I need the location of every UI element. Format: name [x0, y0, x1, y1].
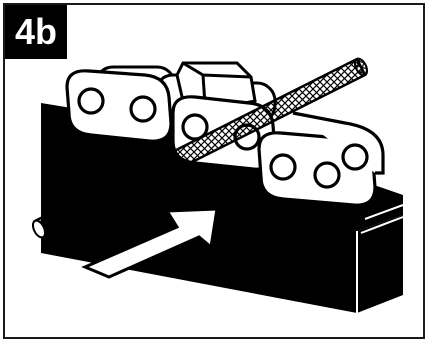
figure-label: 4b [5, 5, 67, 59]
figure-frame: 4b [3, 3, 425, 339]
saw-chain-sharpening-illustration [5, 5, 425, 339]
